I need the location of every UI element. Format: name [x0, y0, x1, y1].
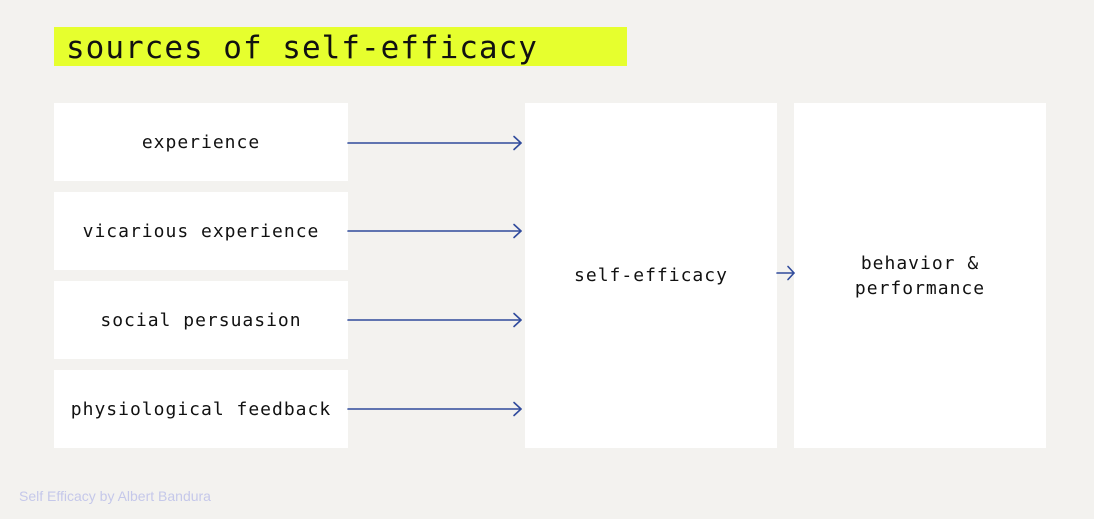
source-box-vicarious-experience: vicarious experience	[54, 192, 348, 270]
arrow-physiological-feedback	[347, 401, 522, 417]
self-efficacy-label: self-efficacy	[574, 265, 728, 286]
source-box-experience: experience	[54, 103, 348, 181]
footer-caption: Self Efficacy by Albert Bandura	[19, 488, 211, 504]
self-efficacy-box: self-efficacy	[525, 103, 777, 448]
behavior-performance-box: behavior & performance	[794, 103, 1046, 448]
title-highlight: sources of self-efficacy	[54, 27, 627, 66]
source-label: vicarious experience	[82, 220, 320, 242]
source-label: experience	[141, 131, 261, 153]
source-label: social persuasion	[100, 309, 302, 331]
source-label: physiological feedback	[70, 398, 332, 420]
source-box-physiological-feedback: physiological feedback	[54, 370, 348, 448]
behavior-performance-label: behavior & performance	[854, 252, 986, 299]
arrow-social-persuasion	[347, 312, 522, 328]
arrow-vicarious-experience	[347, 223, 522, 239]
page-title: sources of self-efficacy	[66, 30, 538, 66]
arrow-self-efficacy-to-behavior	[776, 265, 795, 281]
arrow-experience	[347, 135, 522, 151]
source-box-social-persuasion: social persuasion	[54, 281, 348, 359]
